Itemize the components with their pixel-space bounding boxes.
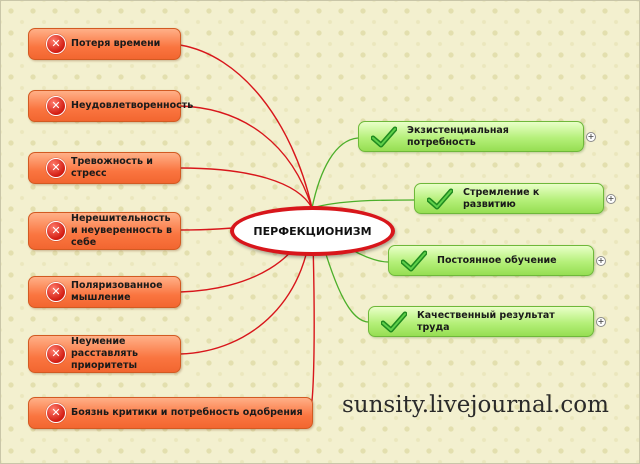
negative-node-label: Неумение расставлять приоритеты bbox=[71, 336, 138, 371]
cross-icon: ✕ bbox=[46, 96, 66, 116]
cross-icon: ✕ bbox=[46, 158, 66, 178]
watermark-text: sunsity.livejournal.com bbox=[342, 392, 609, 418]
negative-node-label: Тревожность и стресс bbox=[71, 156, 153, 179]
negative-node-label: Поляризованное мышление bbox=[71, 280, 163, 303]
negative-node-label: Потеря времени bbox=[71, 38, 161, 50]
checkmark-icon bbox=[427, 188, 453, 209]
positive-node-label: Экзистенциальная потребность bbox=[407, 124, 509, 148]
cross-icon: ✕ bbox=[46, 403, 66, 423]
negative-node-label: Нерешительность и неуверенность в себе bbox=[71, 213, 172, 248]
central-topic-label: ПЕРФЕКЦИОНИЗМ bbox=[253, 224, 372, 238]
positive-node-quality-result[interactable]: Качественный результат труда + bbox=[368, 306, 606, 337]
link-negative-3 bbox=[179, 167, 313, 209]
checkmark-icon bbox=[401, 250, 427, 271]
link-negative-1 bbox=[179, 44, 313, 209]
positive-node-existential-need[interactable]: Экзистенциальная потребность + bbox=[358, 121, 596, 152]
negative-node-anxiety-stress[interactable]: ✕ Тревожность и стресс bbox=[28, 152, 181, 184]
negative-node-label: Неудовлетворенность bbox=[71, 100, 194, 112]
negative-node-time-loss[interactable]: ✕ Потеря времени bbox=[28, 28, 181, 60]
negative-node-dissatisfaction[interactable]: ✕ Неудовлетворенность bbox=[28, 90, 193, 122]
expand-plus-icon[interactable]: + bbox=[606, 193, 616, 204]
positive-node-label: Стремление к развитию bbox=[463, 186, 540, 210]
expand-plus-icon[interactable]: + bbox=[596, 255, 606, 266]
checkmark-icon bbox=[371, 126, 397, 147]
positive-node-continuous-learning[interactable]: Постоянное обучение + bbox=[388, 245, 606, 276]
negative-node-indecision[interactable]: ✕ Нерешительность и неуверенность в себе bbox=[28, 212, 181, 250]
negative-node-label: Боязнь критики и потребность одобрения bbox=[71, 407, 303, 419]
positive-node-label: Постоянное обучение bbox=[437, 254, 557, 266]
central-topic[interactable]: ПЕРФЕКЦИОНИЗМ bbox=[230, 206, 395, 256]
link-negative-2 bbox=[179, 105, 313, 209]
negative-node-polarized-thinking[interactable]: ✕ Поляризованное мышление bbox=[28, 276, 181, 308]
negative-node-priorities[interactable]: ✕ Неумение расставлять приоритеты bbox=[28, 335, 181, 373]
expand-plus-icon[interactable]: + bbox=[596, 316, 606, 327]
cross-icon: ✕ bbox=[46, 282, 66, 302]
positive-node-label: Качественный результат труда bbox=[417, 309, 555, 333]
expand-plus-icon[interactable]: + bbox=[586, 131, 596, 142]
negative-node-fear-of-criticism[interactable]: ✕ Боязнь критики и потребность одобрения bbox=[28, 397, 313, 429]
link-positive-1 bbox=[311, 137, 359, 209]
cross-icon: ✕ bbox=[46, 34, 66, 54]
positive-node-striving-development[interactable]: Стремление к развитию + bbox=[414, 183, 616, 214]
cross-icon: ✕ bbox=[46, 221, 66, 241]
cross-icon: ✕ bbox=[46, 344, 66, 364]
checkmark-icon bbox=[381, 311, 407, 332]
